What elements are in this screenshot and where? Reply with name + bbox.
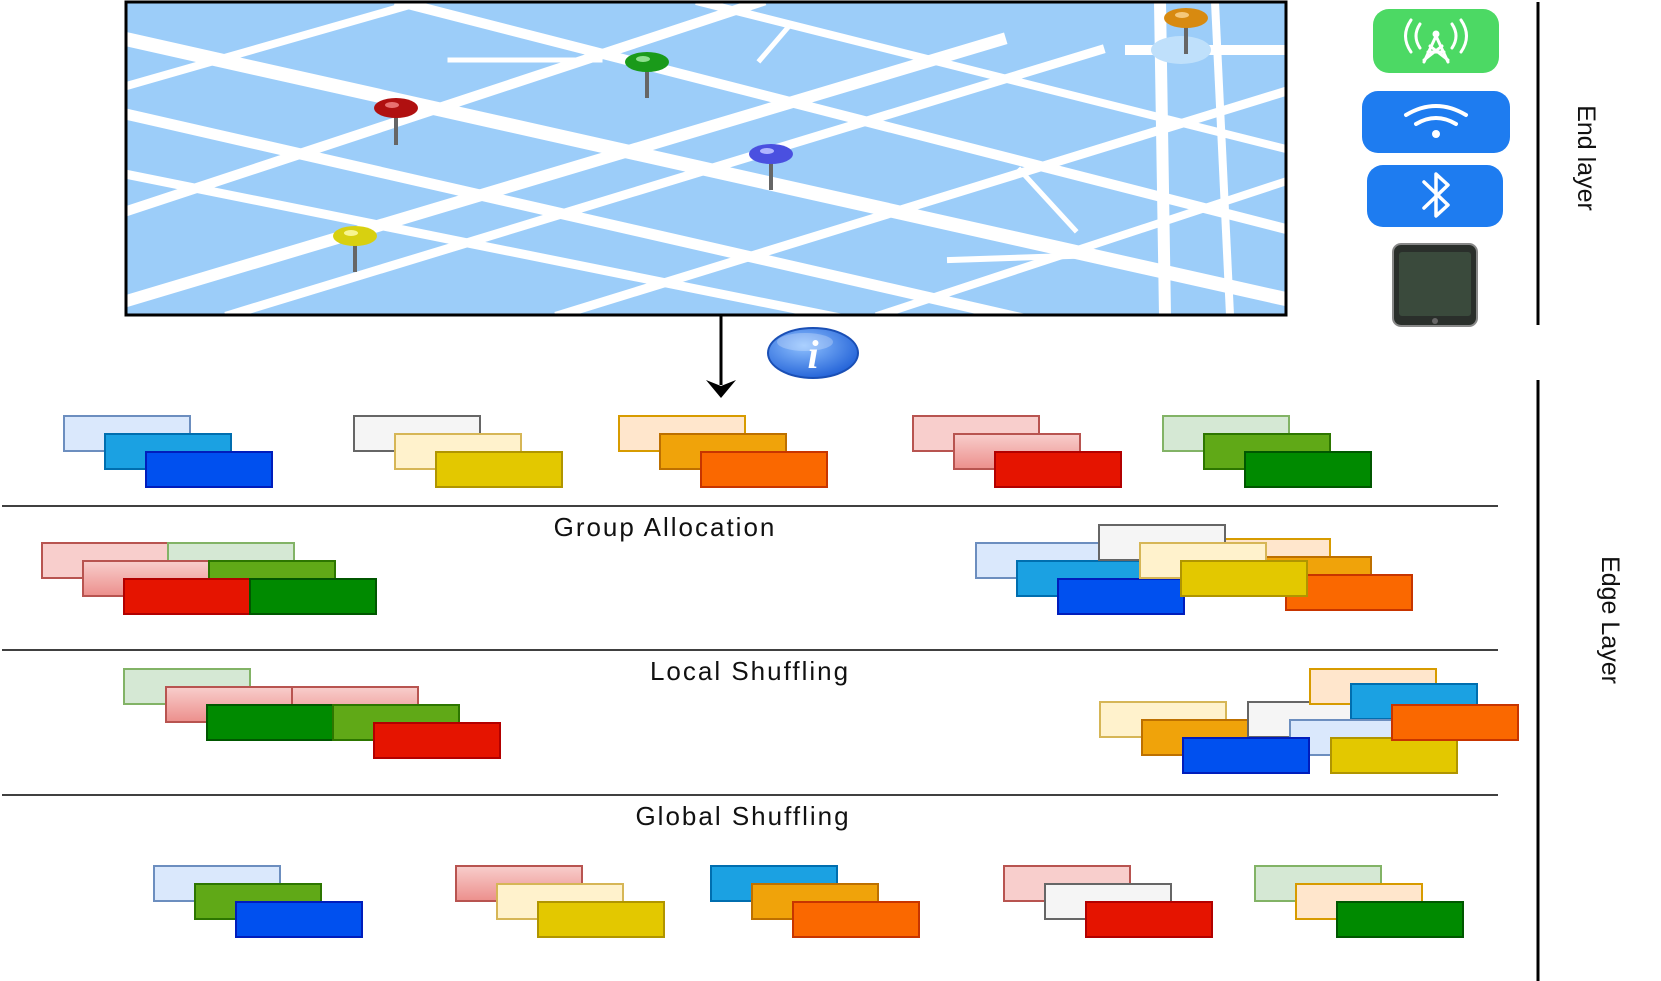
data-block (373, 722, 501, 759)
data-block (1085, 901, 1213, 938)
data-block (145, 451, 273, 488)
wifi-icon (1362, 91, 1510, 153)
user-group-blue (63, 415, 273, 488)
data-block (235, 901, 363, 938)
user-group-red (912, 415, 1122, 488)
arrow-down-icon (706, 315, 736, 398)
shuffled-group-4 (1003, 865, 1213, 938)
data-block (1336, 901, 1464, 938)
pin-yellow-icon (333, 226, 377, 272)
user-group-green (1162, 415, 1372, 488)
bluetooth-icon (1367, 165, 1503, 227)
data-block (792, 901, 920, 938)
data-block (206, 704, 334, 741)
pin-green-icon (625, 52, 669, 98)
data-block (1057, 578, 1185, 615)
edge-layer-label: Edge Layer (1596, 556, 1624, 684)
smartphone-icon (1392, 243, 1478, 327)
data-block (537, 901, 665, 938)
shuffled-group-2 (455, 865, 665, 938)
data-block (994, 451, 1122, 488)
end-layer-label: End layer (1572, 105, 1600, 211)
user-group-yellow (353, 415, 563, 488)
pin-blue-icon (749, 144, 793, 190)
data-block (123, 578, 251, 615)
shuffled-group-3 (710, 865, 920, 938)
local-shuffle-blue-yellow-orange (1099, 668, 1519, 774)
city-map (124, 0, 1288, 317)
edge-group-blue-yellow-orange (975, 524, 1413, 615)
data-block (435, 451, 563, 488)
data-block (249, 578, 377, 615)
shuffled-group-5 (1254, 865, 1464, 938)
pin-orange-icon (1164, 8, 1208, 54)
svg-text:i: i (807, 332, 818, 377)
user-group-orange (618, 415, 828, 488)
local-shuffle-red-green (123, 668, 501, 759)
edge-group-red-green (41, 542, 377, 615)
stage-label-group-allocation: Group Allocation (554, 512, 777, 542)
data-block (1182, 737, 1310, 774)
data-block (1180, 560, 1308, 597)
data-block (1330, 737, 1458, 774)
stage-label-local-shuffling: Local Shuffling (650, 656, 850, 686)
info-icon: i (767, 327, 859, 379)
data-block (700, 451, 828, 488)
cellular-tower-icon (1373, 9, 1499, 73)
pin-red-icon (374, 98, 418, 145)
stage-label-global-shuffling: Global Shuffling (635, 801, 850, 831)
data-block (1391, 704, 1519, 741)
data-block (1244, 451, 1372, 488)
shuffled-group-1 (153, 865, 363, 938)
